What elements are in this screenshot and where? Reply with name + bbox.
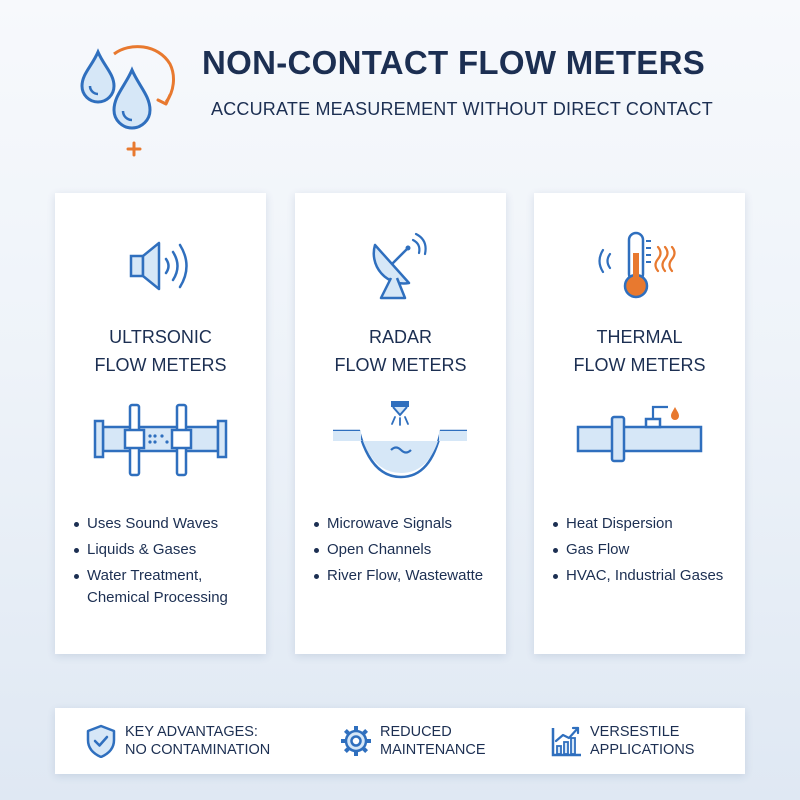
advantage-text: REDUCED MAINTENANCE bbox=[380, 723, 486, 759]
gear-icon bbox=[341, 726, 371, 756]
feature-item: Water Treatment, Chemical Processing bbox=[65, 565, 265, 609]
card-title-line1: RADAR bbox=[368, 327, 432, 347]
card-ultrasonic: ULTRSONIC FLOW METERS Uses Sound Waves L… bbox=[55, 193, 266, 654]
advantage-line1: VERSESTILE bbox=[590, 724, 680, 740]
card-radar: RADAR FLOW METERS Microwave Signals Open… bbox=[295, 193, 506, 654]
advantage-text: VERSESTILE APPLICATIONS bbox=[590, 723, 694, 759]
header: NON-CONTACT FLOW METERS ACCURATE MEASURE… bbox=[0, 0, 800, 180]
advantage-line1: KEY ADVANTAGES: bbox=[125, 724, 258, 740]
page-title: NON-CONTACT FLOW METERS bbox=[202, 44, 706, 81]
card-title-line2: FLOW METERS bbox=[94, 355, 227, 375]
card-title: RADAR FLOW METERS bbox=[295, 323, 506, 379]
shield-check-icon bbox=[86, 724, 116, 758]
open-channel-illustration bbox=[333, 401, 467, 479]
water-drops-cycle-icon bbox=[80, 45, 175, 157]
feature-item: Microwave Signals bbox=[305, 513, 505, 535]
card-title-line1: ULTRSONIC bbox=[109, 327, 212, 347]
advantage-line2: APPLICATIONS bbox=[590, 742, 695, 758]
advantage-line2: NO CONTAMINATION bbox=[125, 742, 271, 758]
pipe-thermal-probe-illustration bbox=[576, 405, 703, 463]
card-title-line1: THERMAL bbox=[596, 327, 683, 347]
speaker-sound-waves-icon bbox=[129, 241, 188, 291]
feature-item: HVAC, Industrial Gases bbox=[544, 565, 744, 587]
feature-item: Gas Flow bbox=[544, 539, 744, 561]
card-title: THERMAL FLOW METERS bbox=[534, 323, 745, 379]
advantage-text: KEY ADVANTAGES: NO CONTAMINATION bbox=[125, 723, 270, 759]
card-title-line2: FLOW METERS bbox=[334, 355, 467, 375]
feature-item: Heat Dispersion bbox=[544, 513, 744, 535]
feature-list: Uses Sound Waves Liquids & Gases Water T… bbox=[65, 513, 265, 613]
pipe-transducer-illustration bbox=[93, 403, 228, 477]
feature-item: Uses Sound Waves bbox=[65, 513, 265, 535]
feature-list: Microwave Signals Open Channels River Fl… bbox=[305, 513, 505, 591]
feature-item: Liquids & Gases bbox=[65, 539, 265, 561]
feature-item: River Flow, Wastewatte bbox=[305, 565, 505, 587]
thermometer-heat-icon bbox=[598, 231, 676, 299]
bar-chart-growth-icon bbox=[551, 726, 581, 757]
page-subtitle: ACCURATE MEASUREMENT WITHOUT DIRECT CONT… bbox=[211, 99, 713, 119]
feature-item-line1: Water Treatment, bbox=[87, 567, 203, 584]
feature-item: Open Channels bbox=[305, 539, 505, 561]
feature-list: Heat Dispersion Gas Flow HVAC, Industria… bbox=[544, 513, 744, 591]
advantage-line1: REDUCED bbox=[380, 724, 452, 740]
advantages-bar: KEY ADVANTAGES: NO CONTAMINATION REDUCED… bbox=[55, 708, 745, 774]
card-thermal: THERMAL FLOW METERS Heat Dispersion Gas … bbox=[534, 193, 745, 654]
radar-dish-icon bbox=[372, 232, 427, 300]
card-title: ULTRSONIC FLOW METERS bbox=[55, 323, 266, 379]
feature-item-line2: Chemical Processing bbox=[87, 589, 228, 606]
advantage-line2: MAINTENANCE bbox=[380, 742, 486, 758]
card-title-line2: FLOW METERS bbox=[573, 355, 706, 375]
